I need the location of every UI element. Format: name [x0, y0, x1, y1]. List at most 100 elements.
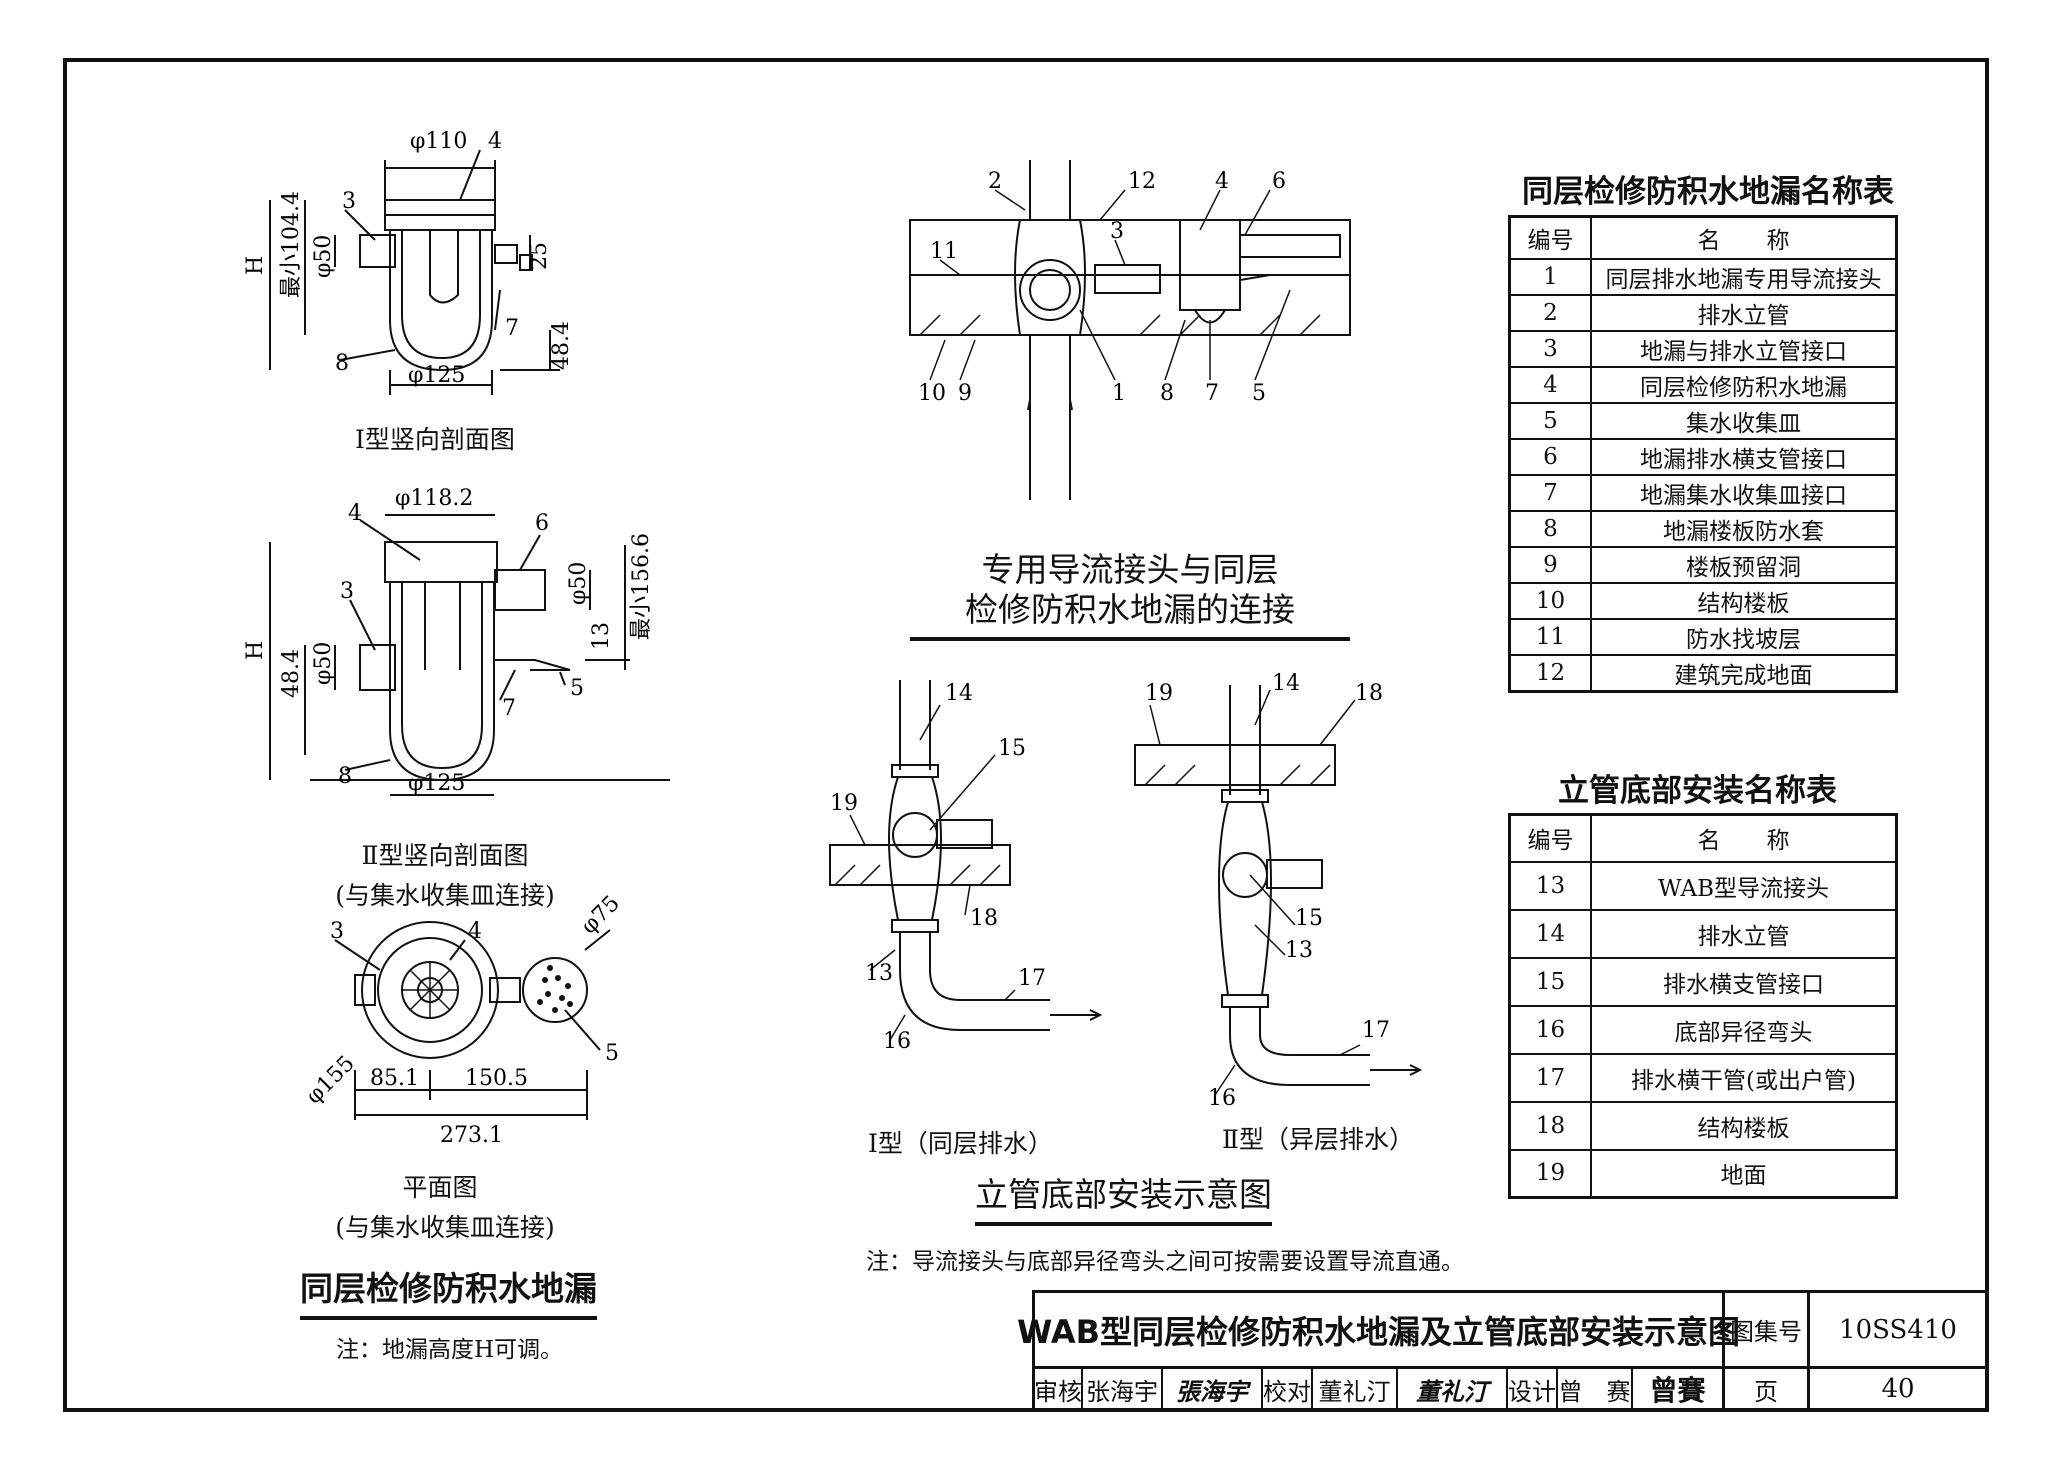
plan-view-drawing: 3 4 5 φ75 φ155 85.1 150.5 273.1 [302, 891, 625, 1148]
type2-section-drawing: φ118.2 4 6 3 5 7 8 φ125 H 48.4 φ50 φ50 1… [243, 486, 670, 796]
svg-text:16: 16 [883, 1029, 911, 1054]
riser-title: 立管底部安装示意图 [975, 1168, 1272, 1226]
svg-text:φ110: φ110 [410, 129, 467, 154]
svg-text:3: 3 [342, 189, 356, 214]
plan-caption-line2: (与集水收集皿连接) [335, 1213, 555, 1242]
connection-drawing: 2 12 4 6 3 11 10 9 1 8 7 5 [909, 160, 1351, 500]
table1-title: 同层检修防积水地漏名称表 [1522, 174, 1894, 210]
table-header-name: 名 称 [1590, 813, 1898, 863]
riser-type1-drawing: 14 15 19 18 13 17 16 [829, 680, 1103, 1054]
row-number: 15 [1508, 956, 1592, 1007]
riser-type2-drawing: 19 14 18 15 13 17 16 [1134, 671, 1423, 1111]
designer-name: 曾 赛 [1558, 1369, 1633, 1409]
row-number: 11 [1508, 617, 1592, 656]
svg-text:2: 2 [988, 169, 1002, 194]
svg-text:19: 19 [1145, 681, 1173, 706]
row-number: 13 [1508, 860, 1592, 911]
svg-text:85.1: 85.1 [370, 1066, 419, 1091]
row-name: WAB型导流接头 [1590, 860, 1898, 911]
title-block: WAB型同层检修防积水地漏及立管底部安装示意图 图集号 10SS410 审核 张… [1017, 1290, 1989, 1412]
svg-text:15: 15 [1295, 906, 1323, 931]
row-number: 19 [1508, 1148, 1592, 1199]
svg-text:13: 13 [1285, 938, 1313, 963]
svg-text:4: 4 [1215, 169, 1229, 194]
row-name: 地面 [1590, 1148, 1898, 1199]
reviewer-name: 张海宇 [1083, 1369, 1163, 1409]
row-number: 2 [1508, 293, 1592, 332]
svg-text:H: H [243, 256, 268, 275]
table2-title: 立管底部安装名称表 [1558, 773, 1837, 809]
svg-text:3: 3 [1110, 219, 1124, 244]
svg-text:7: 7 [1205, 381, 1219, 406]
row-number: 8 [1508, 509, 1592, 548]
svg-text:φ155: φ155 [302, 1051, 360, 1109]
svg-text:13: 13 [589, 622, 614, 650]
row-name: 排水横干管(或出户管) [1590, 1052, 1898, 1103]
svg-text:11: 11 [930, 239, 958, 264]
plan-caption-line1: 平面图 [402, 1173, 478, 1202]
svg-text:48.4: 48.4 [279, 649, 304, 698]
row-name: 地漏楼板防水套 [1590, 509, 1898, 548]
row-name: 结构楼板 [1590, 1100, 1898, 1151]
svg-text:13: 13 [865, 961, 893, 986]
row-name: 排水立管 [1590, 293, 1898, 332]
svg-text:5: 5 [605, 1041, 619, 1066]
svg-text:4: 4 [488, 129, 502, 154]
row-number: 5 [1508, 401, 1592, 440]
svg-text:14: 14 [945, 681, 973, 706]
row-number: 10 [1508, 581, 1592, 620]
svg-text:25: 25 [527, 242, 552, 270]
type1-caption: I型竖向剖面图 [355, 425, 515, 454]
svg-text:最小156.6: 最小156.6 [629, 533, 654, 640]
row-name: 同层排水地漏专用导流接头 [1590, 257, 1898, 296]
svg-text:17: 17 [1362, 1018, 1390, 1043]
row-name: 底部异径弯头 [1590, 1004, 1898, 1055]
review-label: 审核 [1034, 1369, 1083, 1409]
row-name: 防水找坡层 [1590, 617, 1898, 656]
svg-text:8: 8 [1160, 381, 1174, 406]
connection-title-line2: 检修防积水地漏的连接 [910, 583, 1350, 641]
designer-signature: 曾賽 [1633, 1369, 1725, 1409]
riser-note: 注：导流接头与底部异径弯头之间可按需要设置导流直通。 [866, 1249, 1464, 1275]
row-name: 排水立管 [1590, 908, 1898, 959]
svg-text:15: 15 [998, 736, 1026, 761]
row-number: 7 [1508, 473, 1592, 512]
checker-name: 董礼汀 [1313, 1369, 1398, 1409]
svg-text:16: 16 [1208, 1086, 1236, 1111]
svg-text:5: 5 [570, 676, 584, 701]
table-header-number: 编号 [1508, 215, 1592, 260]
svg-text:273.1: 273.1 [440, 1123, 503, 1148]
row-number: 12 [1508, 653, 1592, 692]
drawing-sheet-frame [63, 58, 1989, 1412]
check-label: 校对 [1263, 1369, 1313, 1409]
connection-title-line1: 专用导流接头与同层 [981, 550, 1279, 589]
svg-text:8: 8 [335, 351, 349, 376]
svg-text:φ50: φ50 [311, 642, 336, 685]
riser-type2-caption: Ⅱ型（异层排水） [1222, 1125, 1414, 1154]
svg-text:14: 14 [1272, 671, 1300, 696]
svg-text:4: 4 [348, 501, 362, 526]
svg-text:19: 19 [830, 791, 858, 816]
type1-section-drawing: φ110 4 3 7 8 φ125 H 最小104.4 φ50 25 48.4 [243, 129, 574, 395]
svg-text:7: 7 [505, 316, 519, 341]
row-number: 17 [1508, 1052, 1592, 1103]
svg-text:5: 5 [1252, 381, 1266, 406]
svg-text:φ125: φ125 [408, 363, 465, 388]
floor-drain-note: 注：地漏高度H可调。 [336, 1337, 564, 1363]
row-number: 3 [1508, 329, 1592, 368]
svg-text:18: 18 [970, 906, 998, 931]
svg-text:最小104.4: 最小104.4 [279, 191, 304, 298]
riser-type1-caption: Ⅰ型（同层排水） [868, 1129, 1053, 1158]
atlas-number-label: 图集号 [1725, 1293, 1810, 1369]
